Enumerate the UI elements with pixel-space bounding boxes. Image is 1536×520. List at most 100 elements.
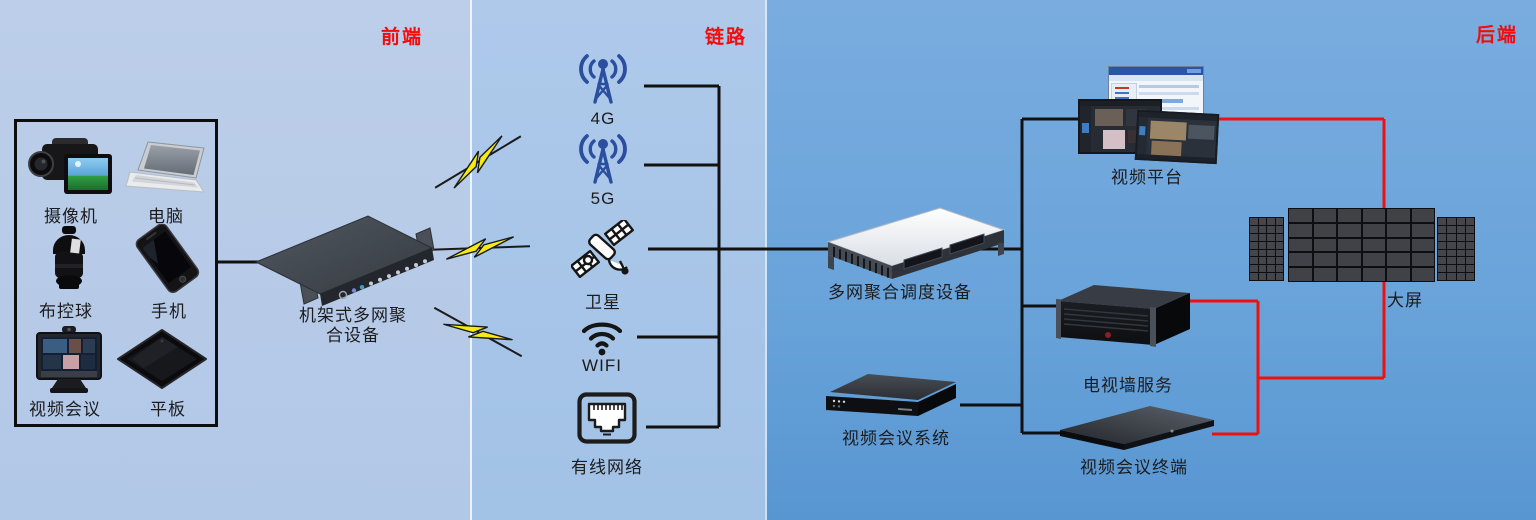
screen-cell bbox=[1250, 241, 1258, 249]
screen-cell bbox=[1267, 218, 1275, 225]
label-big-screen: 大屏 bbox=[1387, 291, 1423, 310]
section-label-link: 链路 bbox=[704, 27, 748, 48]
screen-cell bbox=[1362, 268, 1385, 281]
screen-cell bbox=[1258, 218, 1266, 225]
label-ball-camera: 布控球 bbox=[39, 302, 93, 321]
video-platform-monitor-screen bbox=[1134, 109, 1220, 165]
admin-row bbox=[1139, 107, 1199, 110]
big-screen-right-panel bbox=[1437, 217, 1475, 281]
screen-cell bbox=[1447, 225, 1456, 233]
monitor-thumb bbox=[1187, 124, 1215, 140]
screen-cell bbox=[1362, 223, 1385, 237]
label-tablet: 平板 bbox=[150, 400, 186, 419]
label-tv-wall-service: 电视墙服务 bbox=[1083, 376, 1173, 395]
screen-cell bbox=[1465, 273, 1474, 280]
screen-cell bbox=[1456, 233, 1465, 241]
admin-sidebar-item bbox=[1115, 87, 1129, 89]
screen-cell bbox=[1465, 241, 1474, 249]
client-title-bar bbox=[1080, 101, 1160, 106]
screen-cell bbox=[1267, 241, 1275, 249]
screen-cell bbox=[1313, 253, 1336, 267]
screen-cell bbox=[1250, 225, 1258, 233]
screen-cell bbox=[1289, 253, 1312, 267]
screen-cell bbox=[1289, 223, 1312, 237]
section-label-backend: 后端 bbox=[1475, 25, 1519, 46]
screen-cell bbox=[1438, 273, 1447, 280]
screen-cell bbox=[1456, 273, 1465, 280]
section-label-frontend: 前端 bbox=[380, 27, 424, 48]
screen-cell bbox=[1338, 268, 1361, 281]
phone-icon bbox=[135, 224, 200, 294]
screen-cell bbox=[1289, 238, 1312, 252]
satellite-icon bbox=[571, 220, 634, 278]
admin-row bbox=[1139, 92, 1199, 95]
big-screen-left-panel bbox=[1249, 217, 1284, 281]
screen-cell bbox=[1387, 209, 1410, 222]
client-thumb bbox=[1095, 109, 1123, 126]
screen-cell bbox=[1250, 218, 1258, 225]
screen-cell bbox=[1338, 209, 1361, 222]
screen-cell bbox=[1362, 238, 1385, 252]
admin-toolbar bbox=[1109, 75, 1203, 81]
label-dispatch-server: 多网聚合调度设备 bbox=[828, 283, 972, 302]
screen-cell bbox=[1275, 241, 1283, 249]
monitor-thumb bbox=[1149, 120, 1187, 141]
screen-cell bbox=[1258, 241, 1266, 249]
screen-cell bbox=[1267, 273, 1275, 280]
monitor-sidebar bbox=[1136, 116, 1148, 159]
lightning-bolt-2 bbox=[429, 236, 531, 260]
monitor-sidebar-accent bbox=[1139, 126, 1146, 136]
screen-cell bbox=[1456, 265, 1465, 273]
screen-cell bbox=[1456, 225, 1465, 233]
big-screen-center-panel bbox=[1288, 208, 1435, 282]
screen-cell bbox=[1275, 233, 1283, 241]
screen-cell bbox=[1275, 265, 1283, 273]
screen-cell bbox=[1438, 218, 1447, 225]
label-satellite: 卫星 bbox=[585, 293, 621, 312]
screen-cell bbox=[1447, 241, 1456, 249]
screen-cell bbox=[1250, 233, 1258, 241]
label-wired-network: 有线网络 bbox=[571, 458, 643, 477]
screen-cell bbox=[1313, 223, 1336, 237]
screen-cell bbox=[1338, 223, 1361, 237]
screen-cell bbox=[1275, 273, 1283, 280]
screen-cell bbox=[1465, 233, 1474, 241]
screen-cell bbox=[1258, 257, 1266, 265]
admin-window-buttons bbox=[1187, 69, 1201, 73]
label-wifi: WIFI bbox=[582, 356, 622, 375]
screen-cell bbox=[1387, 253, 1410, 267]
client-thumb bbox=[1103, 130, 1125, 149]
screen-cell bbox=[1447, 265, 1456, 273]
screen-cell bbox=[1338, 238, 1361, 252]
screen-cell bbox=[1438, 257, 1447, 265]
camera-icon bbox=[28, 138, 112, 194]
admin-row bbox=[1139, 85, 1199, 88]
laptop-icon bbox=[125, 141, 205, 193]
screen-cell bbox=[1267, 233, 1275, 241]
tv-wall-service-device bbox=[1056, 285, 1190, 347]
screen-cell bbox=[1438, 249, 1447, 257]
screen-cell bbox=[1289, 268, 1312, 281]
screen-cell bbox=[1447, 233, 1456, 241]
ball-camera-icon bbox=[53, 226, 85, 289]
admin-sidebar-item bbox=[1115, 97, 1129, 99]
screen-cell bbox=[1338, 253, 1361, 267]
label-video-platform: 视频平台 bbox=[1111, 168, 1183, 187]
screen-cell bbox=[1438, 233, 1447, 241]
screen-cell bbox=[1465, 218, 1474, 225]
screen-cell bbox=[1275, 218, 1283, 225]
client-sidebar-accent bbox=[1082, 123, 1089, 133]
screen-cell bbox=[1313, 268, 1336, 281]
screen-cell bbox=[1465, 225, 1474, 233]
screen-cell bbox=[1438, 225, 1447, 233]
screen-cell bbox=[1250, 257, 1258, 265]
screen-cell bbox=[1411, 223, 1434, 237]
screen-cell bbox=[1438, 241, 1447, 249]
screen-cell bbox=[1250, 265, 1258, 273]
dispatch-server-device bbox=[826, 207, 1006, 279]
screen-cell bbox=[1465, 249, 1474, 257]
antenna-5g-icon bbox=[579, 134, 627, 184]
screen-cell bbox=[1411, 268, 1434, 281]
screen-cell bbox=[1387, 223, 1410, 237]
